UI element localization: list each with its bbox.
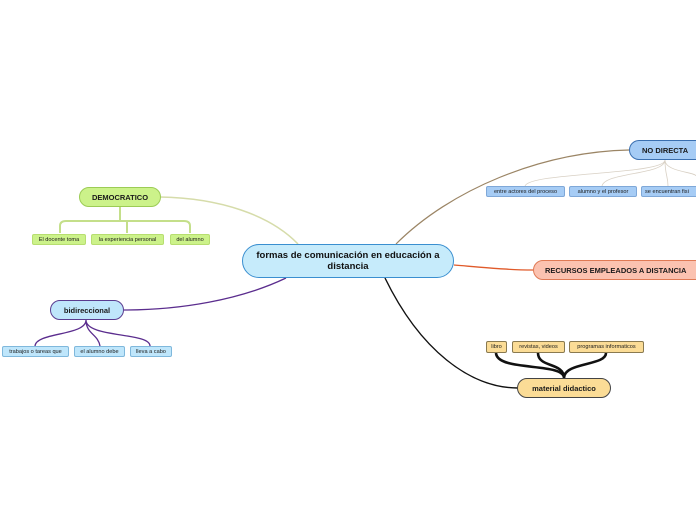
link-democratico bbox=[159, 196, 299, 245]
link-recursos bbox=[453, 264, 534, 271]
subtopic-alumno-y-el-profesor[interactable]: alumno y el profesor bbox=[569, 186, 637, 197]
topic-no-directa[interactable]: NO DIRECTA bbox=[629, 140, 696, 160]
subtopic-trabajos-o-tareas-que[interactable]: trabajos o tareas que bbox=[2, 346, 69, 357]
link-democratico-children bbox=[59, 207, 191, 233]
topic-democratico[interactable]: DEMOCRATICO bbox=[79, 187, 161, 207]
topic-recursos-empleados[interactable]: RECURSOS EMPLEADOS A DISTANCIA bbox=[533, 260, 696, 280]
link-bidireccional-children bbox=[34, 319, 151, 347]
subtopic-entre-actores-del-proceso[interactable]: entre actores del proceso bbox=[486, 186, 565, 197]
link-bidireccional bbox=[123, 277, 287, 311]
central-topic[interactable]: formas de comunicación en educación a di… bbox=[242, 244, 454, 278]
topic-material-didactico[interactable]: material didactico bbox=[517, 378, 611, 398]
subtopic-libro[interactable]: libro bbox=[486, 341, 507, 353]
link-material bbox=[384, 277, 519, 389]
topic-bidireccional[interactable]: bidireccional bbox=[50, 300, 124, 320]
subtopic-programas-informaticos[interactable]: programas informaticos bbox=[569, 341, 644, 353]
subtopic-la-experiencia-personal[interactable]: la experiencia personal bbox=[91, 234, 164, 245]
subtopic-del-alumno[interactable]: del alumno bbox=[170, 234, 210, 245]
subtopic-revistas-videos[interactable]: revistas, videos bbox=[512, 341, 565, 353]
link-no-directa-children bbox=[524, 159, 696, 187]
subtopic-el-alumno-debe[interactable]: el alumno debe bbox=[74, 346, 125, 357]
subtopic-lleva-a-cabo[interactable]: lleva a cabo bbox=[130, 346, 172, 357]
link-material-children bbox=[494, 352, 608, 379]
link-no-directa bbox=[395, 149, 630, 245]
subtopic-se-encuentran-fisi[interactable]: se encuentran fisi bbox=[641, 186, 696, 197]
subtopic-el-docente-toma[interactable]: El docente toma bbox=[32, 234, 86, 245]
